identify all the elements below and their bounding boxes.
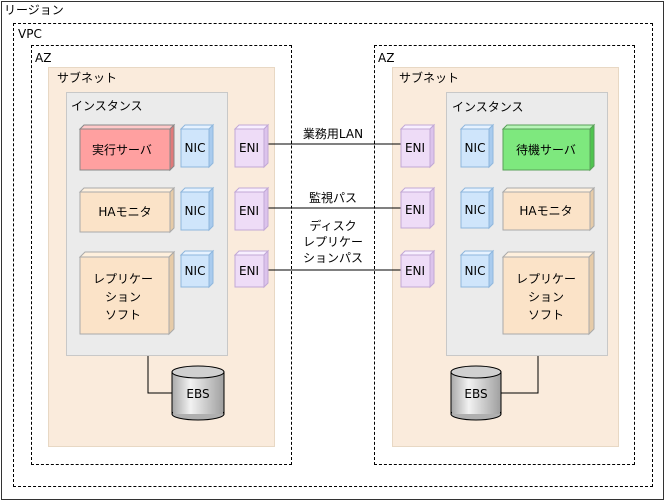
replication-software-left-box: レプリケー ション ソフト xyxy=(78,250,176,336)
instance-right-label: インスタンス xyxy=(452,100,524,114)
active-server-label: 実行サーバ xyxy=(92,142,152,157)
replication-software-left-line1: レプリケー xyxy=(93,272,153,286)
subnet-left-label: サブネット xyxy=(57,71,118,85)
business-lan-label: 業務用LAN xyxy=(303,127,363,141)
eni-right-2: ENI xyxy=(399,186,436,230)
ha-monitor-right-box: HAモニタ xyxy=(501,186,596,232)
az-right-label: AZ xyxy=(378,51,395,65)
subnet-right-label: サブネット xyxy=(399,71,460,85)
nic-right-1: NIC xyxy=(459,123,495,169)
eni-right-3: ENI xyxy=(399,249,436,289)
nic-left-3: NIC xyxy=(179,249,215,289)
nic-left-2: NIC xyxy=(179,186,215,232)
region-label: リージョン xyxy=(4,3,64,17)
eni-left-2: ENI xyxy=(233,186,270,232)
ebs-left-volume: EBS xyxy=(171,365,225,421)
active-server-box: 実行サーバ xyxy=(78,123,176,172)
nic-left-2-label: NIC xyxy=(185,204,206,218)
instance-left-label: インスタンス xyxy=(71,99,143,113)
vpc-label: VPC xyxy=(18,27,42,41)
nic-left-1: NIC xyxy=(179,123,215,169)
replication-path-label-line2: レプリケー xyxy=(303,235,363,249)
ebs-left-connector xyxy=(147,356,172,394)
replication-path-label-line1: ディスク xyxy=(309,218,356,233)
ha-monitor-left-box: HAモニタ xyxy=(78,186,176,234)
eni-right-1-label: ENI xyxy=(405,141,425,155)
vpc-boundary xyxy=(13,23,653,487)
ebs-right-label: EBS xyxy=(464,387,487,401)
monitor-path-label: 監視パス xyxy=(309,190,357,205)
ha-monitor-left-label: HAモニタ xyxy=(98,205,151,219)
standby-server-box: 待機サーバ xyxy=(501,123,596,172)
replication-software-left-line3: ソフト xyxy=(105,308,141,322)
replication-software-right-box: レプリケー ション ソフト xyxy=(501,250,596,336)
standby-server-label: 待機サーバ xyxy=(516,142,576,157)
eni-right-2-label: ENI xyxy=(405,203,425,217)
eni-right-1: ENI xyxy=(399,123,436,169)
nic-left-3-label: NIC xyxy=(185,264,206,278)
nic-right-3-label: NIC xyxy=(465,264,486,278)
az-left-label: AZ xyxy=(35,51,52,65)
ebs-left-label: EBS xyxy=(186,387,209,401)
eni-left-3: ENI xyxy=(233,249,270,289)
ha-monitor-right-label: HAモニタ xyxy=(519,204,572,218)
nic-right-3: NIC xyxy=(459,249,495,289)
eni-right-3-label: ENI xyxy=(405,264,425,278)
az-right-boundary xyxy=(374,45,635,465)
eni-left-3-label: ENI xyxy=(239,264,259,278)
replication-software-left-line2: ション xyxy=(105,290,141,304)
nic-right-2: NIC xyxy=(459,186,495,230)
replication-software-right-line3: ソフト xyxy=(528,308,564,322)
eni-left-1-label: ENI xyxy=(239,141,259,155)
eni-left-2-label: ENI xyxy=(239,204,259,218)
ebs-right-volume: EBS xyxy=(450,365,502,421)
nic-right-2-label: NIC xyxy=(465,203,486,217)
nic-left-1-label: NIC xyxy=(185,141,206,155)
replication-software-right-line2: ション xyxy=(528,290,564,304)
replication-path-label-line3: ションパス xyxy=(303,251,363,265)
replication-software-right-line1: レプリケー xyxy=(516,272,576,286)
az-left-boundary xyxy=(31,45,292,465)
nic-right-1-label: NIC xyxy=(465,141,486,155)
ebs-right-connector xyxy=(500,356,539,394)
eni-left-1: ENI xyxy=(233,123,270,169)
